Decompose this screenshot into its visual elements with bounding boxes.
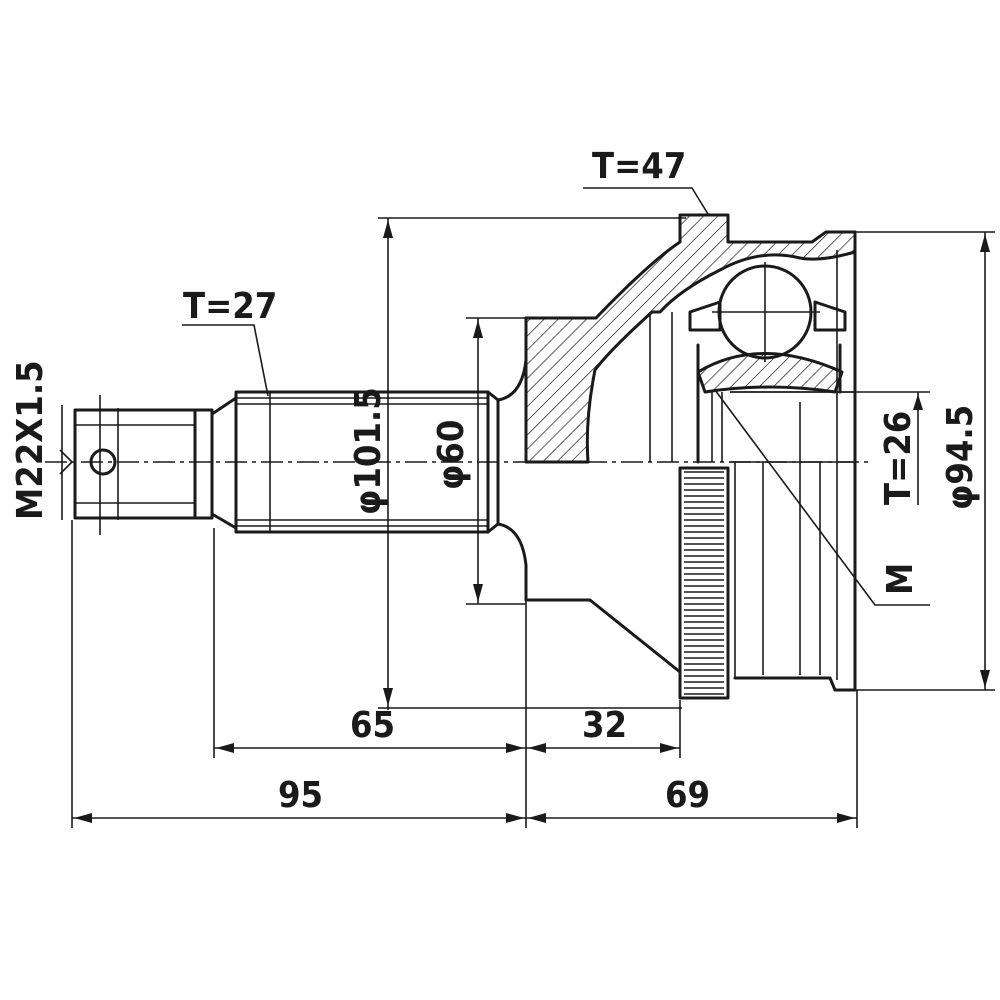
- cotter-hole: [89, 448, 117, 476]
- label-mark: M: [880, 563, 921, 595]
- label-spline-outer: T=27: [183, 286, 277, 327]
- label-len-32: 32: [582, 705, 627, 746]
- label-dia-shaft: φ101.5: [348, 387, 389, 515]
- threaded-stub: [59, 395, 197, 535]
- label-spline-inner: T=26: [878, 411, 919, 505]
- label-dia-seal: φ60: [431, 420, 472, 490]
- label-dia-outer: φ94.5: [940, 405, 981, 510]
- label-len-69: 69: [665, 775, 710, 816]
- housing-neck: [496, 316, 528, 602]
- label-len-65: 65: [350, 705, 395, 746]
- abs-tone-ring: [678, 466, 730, 700]
- label-abs-ring: T=47: [592, 146, 686, 187]
- inner-race: [688, 262, 847, 464]
- housing-section: [524, 213, 857, 464]
- label-len-95: 95: [278, 775, 323, 816]
- dimension-lines: [61, 187, 995, 828]
- splined-shaft: [234, 390, 500, 534]
- shaft-step: [193, 396, 238, 530]
- label-thread: M22X1.5: [10, 360, 51, 520]
